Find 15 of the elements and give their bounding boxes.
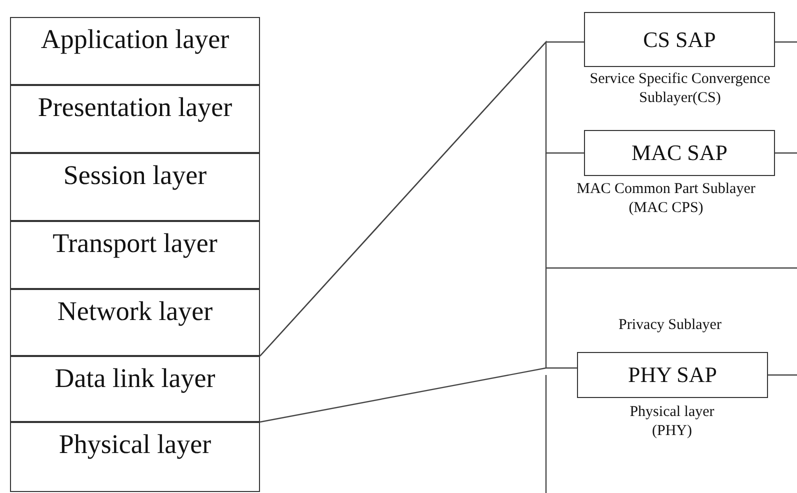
connector-line [260, 367, 577, 423]
sap-box: MAC SAP [584, 130, 775, 176]
layer-box: Physical layer [10, 422, 260, 492]
sublayer-caption: Service Specific Convergence Sublayer(CS) [588, 70, 772, 108]
layer-box: Session layer [10, 153, 260, 221]
layer-box: Application layer [10, 17, 260, 85]
sap-box: CS SAP [584, 12, 775, 67]
layer-box: Data link layer [10, 356, 260, 422]
layer-box: Transport layer [10, 221, 260, 289]
layer-box: Presentation layer [10, 85, 260, 153]
sublayer-caption: Privacy Sublayer [618, 316, 722, 335]
sap-box: PHY SAP [577, 352, 768, 398]
layer-box: Network layer [10, 289, 260, 356]
sublayer-caption: Physical layer (PHY) [628, 403, 716, 441]
sublayer-caption: MAC Common Part Sublayer (MAC CPS) [576, 180, 756, 218]
